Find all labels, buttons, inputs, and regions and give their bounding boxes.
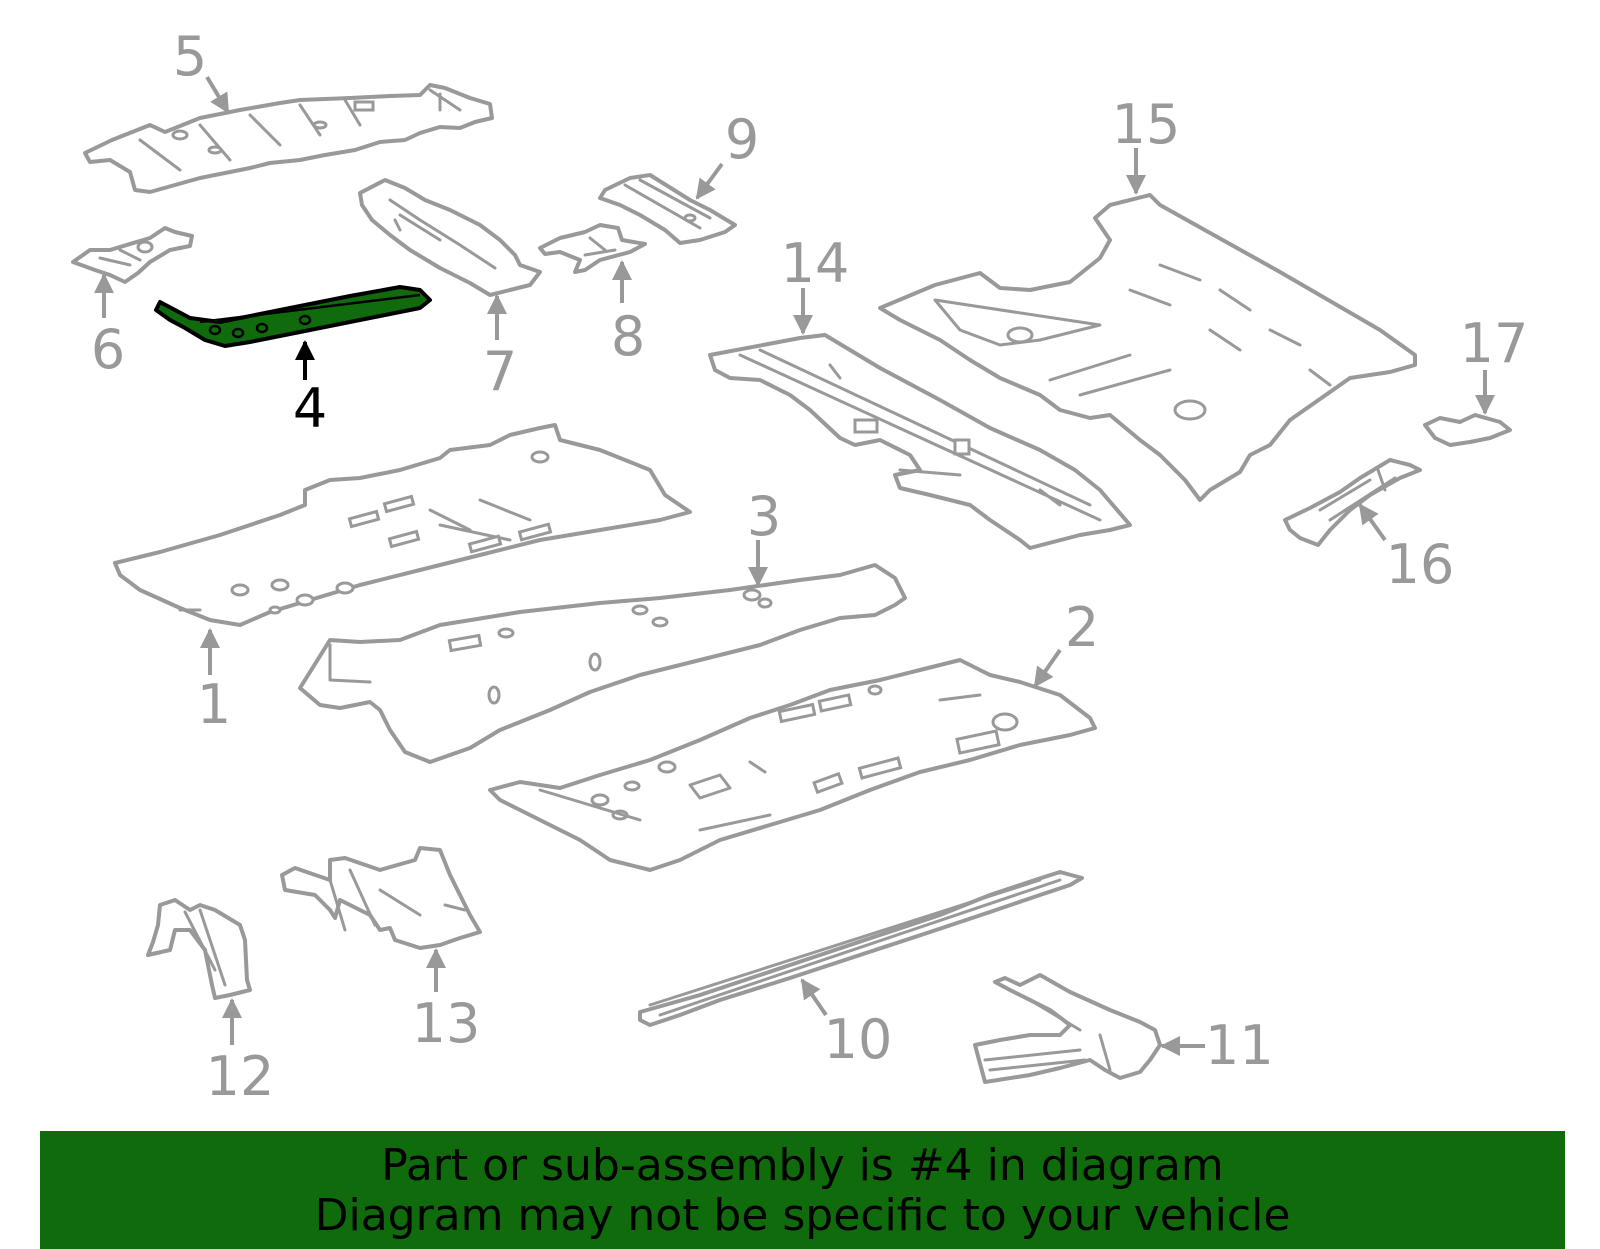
- callout-label: 9: [725, 108, 759, 171]
- callout-12: 12: [206, 998, 275, 1108]
- callout-4: 4: [293, 340, 327, 440]
- part-11-shape: [973, 973, 1162, 1084]
- part-2-shape: [488, 658, 1097, 872]
- callout-label: 16: [1386, 533, 1455, 596]
- callout-1: 1: [197, 628, 231, 736]
- callout-label: 4: [293, 377, 327, 440]
- part-15-shape: [878, 193, 1417, 502]
- callout-label: 13: [412, 992, 481, 1055]
- callout-label: 11: [1205, 1014, 1274, 1077]
- info-banner: Part or sub-assembly is #4 in diagram Di…: [40, 1131, 1565, 1249]
- part-1-shape: [113, 423, 692, 627]
- part-4-highlighted: [154, 285, 432, 348]
- callout-3: 3: [747, 485, 781, 587]
- callout-15: 15: [1112, 93, 1181, 195]
- banner-line-2: Diagram may not be specific to your vehi…: [314, 1190, 1291, 1241]
- callout-label: 15: [1112, 93, 1181, 156]
- part-16-shape: [1283, 458, 1422, 547]
- callout-label: 7: [483, 340, 517, 403]
- callout-label: 3: [747, 485, 781, 548]
- callout-label: 10: [824, 1008, 893, 1071]
- callout-14: 14: [781, 232, 850, 335]
- callout-11: 11: [1160, 1014, 1274, 1077]
- part-17-shape: [1423, 413, 1512, 447]
- part-6-shape: [71, 226, 194, 284]
- callout-label: 17: [1460, 312, 1529, 375]
- callout-5: 5: [173, 25, 230, 114]
- part-3-shape: [298, 563, 907, 764]
- callout-label: 6: [91, 318, 125, 381]
- part-12-shape: [146, 898, 252, 1000]
- callout-7: 7: [483, 294, 517, 403]
- callout-label: 14: [781, 232, 850, 295]
- banner-line-1: Part or sub-assembly is #4 in diagram: [381, 1140, 1224, 1191]
- part-8-shape: [538, 223, 647, 274]
- callout-17: 17: [1460, 312, 1529, 415]
- part-5-shape: [83, 83, 494, 194]
- part-7-shape: [358, 178, 542, 297]
- callout-label: 5: [173, 25, 207, 88]
- callout-9: 9: [695, 108, 759, 200]
- callout-6: 6: [91, 273, 125, 381]
- callout-label: 12: [206, 1045, 275, 1108]
- callout-label: 2: [1065, 596, 1099, 659]
- callout-10: 10: [800, 978, 893, 1071]
- part-10-shape: [638, 870, 1084, 1027]
- part-13-shape: [280, 846, 482, 950]
- callout-label: 1: [197, 673, 231, 736]
- callout-16: 16: [1358, 503, 1455, 596]
- callout-13: 13: [412, 948, 481, 1055]
- callout-2: 2: [1033, 596, 1099, 688]
- part-9-shape: [598, 173, 737, 245]
- part-14-shape: [708, 333, 1132, 550]
- callout-label: 8: [611, 305, 645, 368]
- callout-8: 8: [611, 260, 645, 368]
